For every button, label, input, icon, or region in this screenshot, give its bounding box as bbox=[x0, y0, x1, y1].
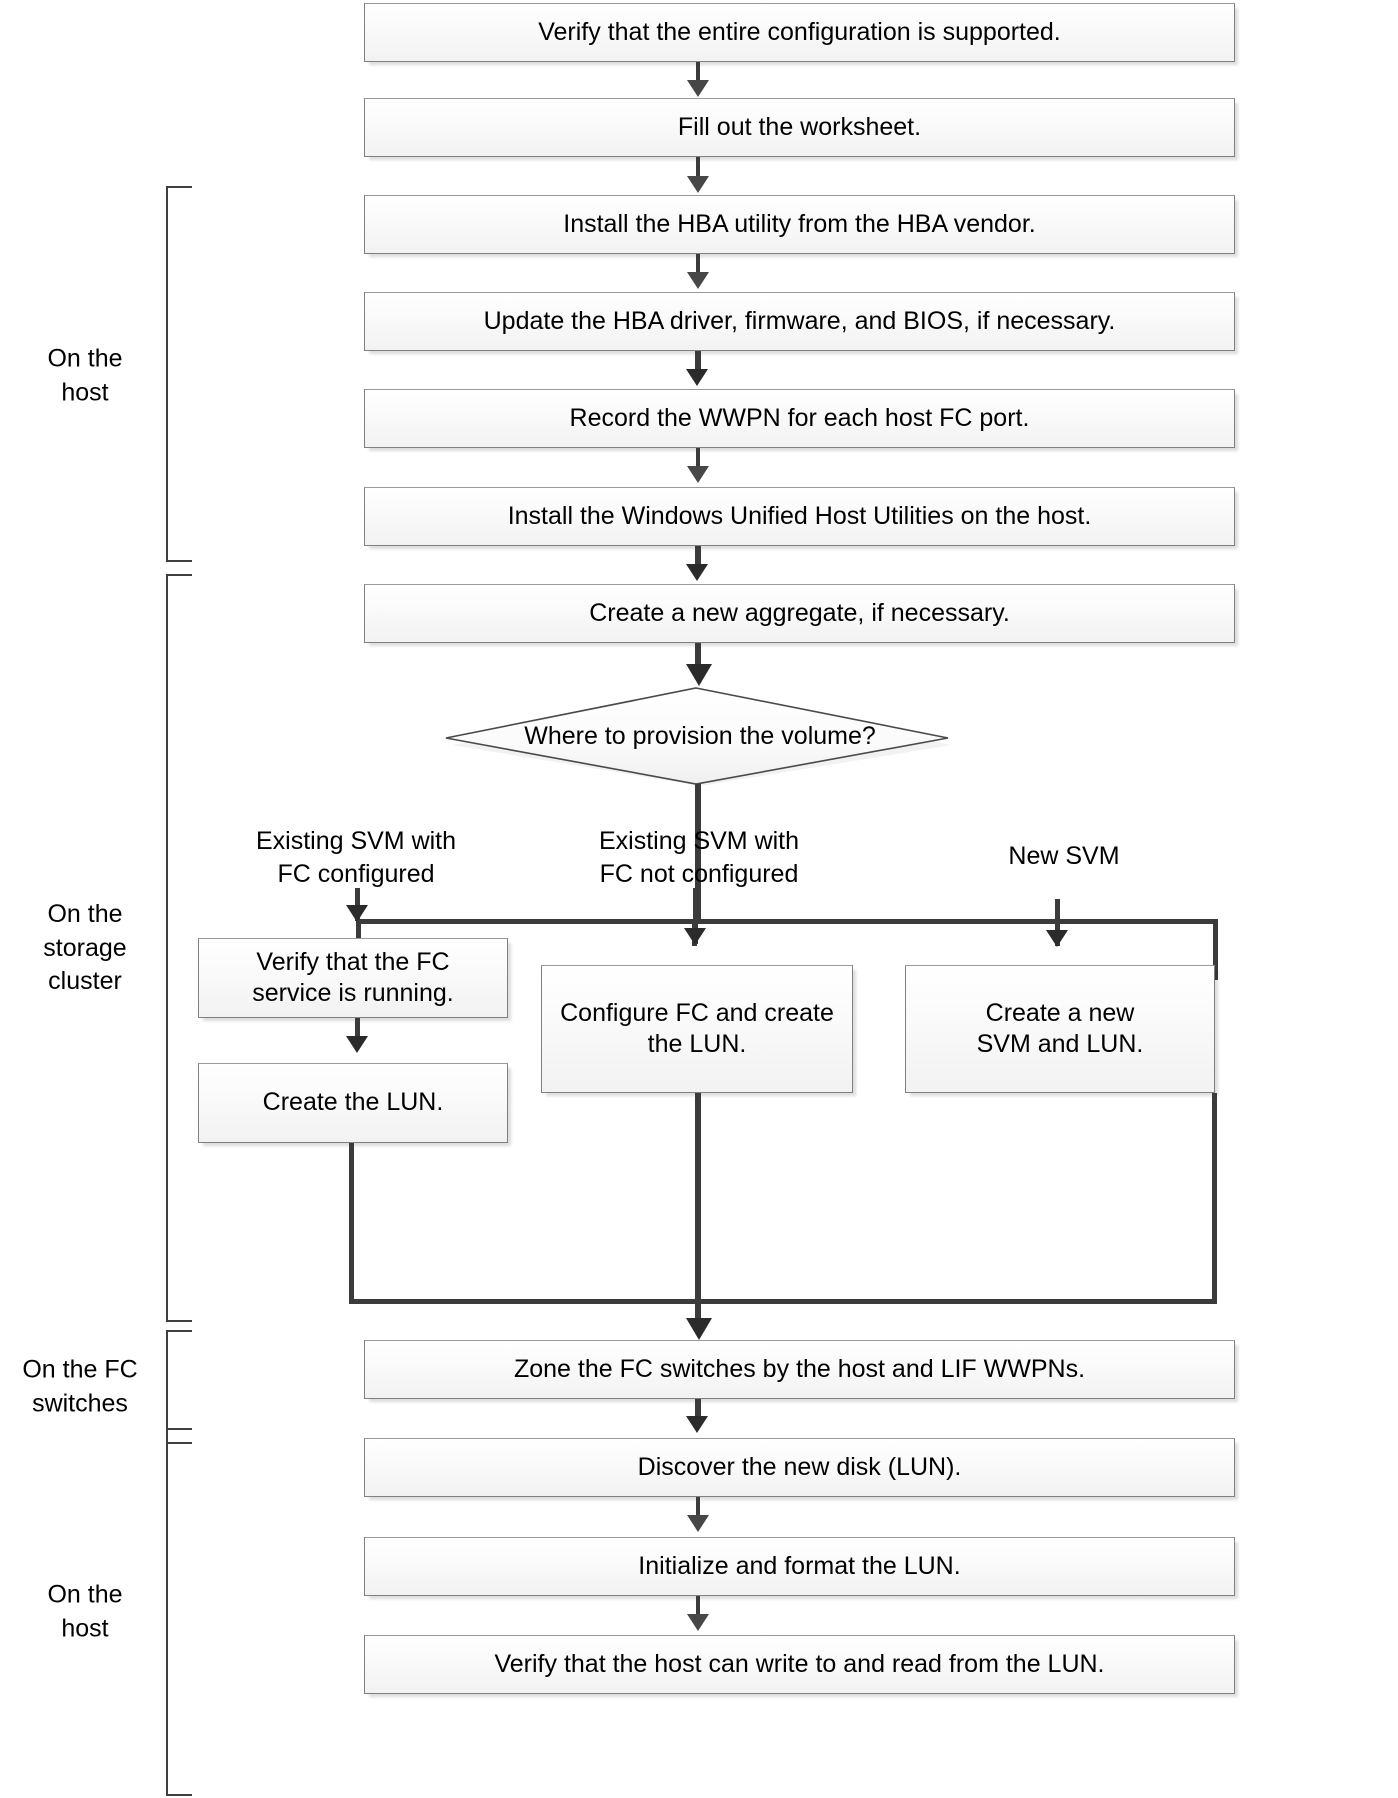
branch-split-bar bbox=[356, 919, 1218, 924]
arrowhead-create-svm-lun bbox=[1046, 930, 1068, 947]
arrowhead-hba-update bbox=[687, 272, 709, 289]
node-install-hba-utility-label: Install the HBA utility from the HBA ven… bbox=[563, 209, 1036, 238]
node-initialize-format-label: Initialize and format the LUN. bbox=[638, 1551, 961, 1580]
branch-label-right: New SVM bbox=[1008, 842, 1120, 870]
branch-stub-right bbox=[1213, 919, 1218, 980]
lane-label-host-top: On the host bbox=[47, 344, 123, 407]
connector-initialize-to-verify bbox=[696, 1596, 700, 1620]
arrowhead-discover-disk bbox=[686, 1416, 708, 1433]
merge-leg-left bbox=[349, 1143, 354, 1303]
arrowhead-initialize-format bbox=[687, 1515, 709, 1532]
arrowhead-install-wuhu bbox=[687, 466, 709, 483]
connector-verify-to-worksheet bbox=[696, 62, 700, 86]
arrowhead-create-lun bbox=[346, 1036, 368, 1053]
connector-worksheet-to-hba-utility bbox=[696, 157, 700, 181]
arrowhead-verify-read-write bbox=[687, 1614, 709, 1631]
node-install-host-utilities-label: Install the Windows Unified Host Utiliti… bbox=[507, 501, 1092, 530]
node-verify-fc-service-label: Verify that the FC service is running. bbox=[252, 947, 454, 1008]
arrowhead-decision bbox=[686, 664, 712, 686]
decision-where-to-provision[interactable]: Where to provision the volume? bbox=[444, 686, 956, 786]
connector-decision-to-split bbox=[695, 784, 701, 922]
node-verify-read-write-label: Verify that the host can write to and re… bbox=[494, 1649, 1105, 1678]
node-record-wwpn-label: Record the WWPN for each host FC port. bbox=[569, 403, 1030, 432]
connector-discover-to-initialize bbox=[696, 1497, 700, 1521]
connector-middle-to-configure-fc bbox=[693, 888, 698, 944]
node-create-lun[interactable]: Create the LUN. bbox=[198, 1063, 508, 1143]
node-install-host-utilities[interactable]: Install the Windows Unified Host Utiliti… bbox=[364, 487, 1235, 546]
arrowhead-verify-fc-service bbox=[346, 905, 368, 922]
lane-bracket-fc-switches bbox=[166, 1330, 192, 1444]
lane-label-fc-switches: On the FC switches bbox=[22, 1355, 138, 1418]
arrowhead-create-aggregate bbox=[686, 564, 708, 581]
branch-label-middle: Existing SVM with FC not configured bbox=[598, 827, 800, 888]
node-configure-fc-create-lun-label: Configure FC and create the LUN. bbox=[560, 998, 834, 1059]
node-create-aggregate-label: Create a new aggregate, if necessary. bbox=[589, 598, 1010, 627]
lane-bracket-host-top bbox=[166, 186, 192, 562]
connector-aggregate-to-decision bbox=[695, 643, 701, 672]
lane-label-host-bottom: On the host bbox=[47, 1580, 123, 1643]
node-fill-worksheet[interactable]: Fill out the worksheet. bbox=[364, 98, 1235, 157]
connector-install-wuhu-to-aggregate bbox=[695, 546, 701, 570]
connector-hba-utility-to-hba-update bbox=[696, 254, 700, 278]
merge-leg-middle bbox=[695, 1093, 701, 1325]
node-initialize-format[interactable]: Initialize and format the LUN. bbox=[364, 1537, 1235, 1596]
lane-bracket-host-bottom bbox=[166, 1428, 192, 1796]
arrowhead-record-wwpn bbox=[686, 369, 708, 386]
node-verify-read-write[interactable]: Verify that the host can write to and re… bbox=[364, 1635, 1235, 1694]
node-update-hba-label: Update the HBA driver, firmware, and BIO… bbox=[483, 306, 1116, 335]
arrowhead-configure-fc bbox=[684, 928, 706, 945]
node-create-svm-lun[interactable]: Create a new SVM and LUN. bbox=[905, 965, 1215, 1093]
arrowhead-zone-switches bbox=[686, 1318, 712, 1340]
lane-label-storage-cluster: On the storage cluster bbox=[43, 899, 127, 995]
node-update-hba[interactable]: Update the HBA driver, firmware, and BIO… bbox=[364, 292, 1235, 351]
connector-hba-update-to-record-wwpn bbox=[695, 351, 701, 375]
arrowhead-worksheet bbox=[687, 80, 709, 97]
lane-bracket-storage-cluster bbox=[166, 574, 192, 1322]
node-verify-config-label: Verify that the entire configuration is … bbox=[538, 17, 1061, 46]
node-install-hba-utility[interactable]: Install the HBA utility from the HBA ven… bbox=[364, 195, 1235, 254]
node-record-wwpn[interactable]: Record the WWPN for each host FC port. bbox=[364, 389, 1235, 448]
node-discover-disk[interactable]: Discover the new disk (LUN). bbox=[364, 1438, 1235, 1497]
connector-record-wwpn-to-install-wuhu bbox=[696, 448, 700, 472]
node-create-lun-label: Create the LUN. bbox=[262, 1088, 444, 1117]
node-zone-fc-switches-label: Zone the FC switches by the host and LIF… bbox=[513, 1354, 1086, 1383]
branch-label-left: Existing SVM with FC configured bbox=[255, 827, 457, 888]
node-verify-config[interactable]: Verify that the entire configuration is … bbox=[364, 3, 1235, 62]
connector-zone-to-discover bbox=[695, 1399, 701, 1421]
connector-verify-fc-to-create-lun bbox=[355, 1018, 360, 1042]
node-configure-fc-create-lun[interactable]: Configure FC and create the LUN. bbox=[541, 965, 853, 1093]
node-create-aggregate[interactable]: Create a new aggregate, if necessary. bbox=[364, 584, 1235, 643]
merge-leg-right bbox=[1212, 1093, 1217, 1303]
merge-bar bbox=[349, 1299, 1217, 1304]
branch-stub-left bbox=[356, 919, 361, 946]
branch-right-connector bbox=[1055, 919, 1218, 924]
connector-left-to-verify-fc bbox=[355, 888, 360, 921]
node-discover-disk-label: Discover the new disk (LUN). bbox=[637, 1452, 962, 1481]
node-verify-fc-service[interactable]: Verify that the FC service is running. bbox=[198, 938, 508, 1018]
arrowhead-hba-utility bbox=[687, 176, 709, 193]
node-zone-fc-switches[interactable]: Zone the FC switches by the host and LIF… bbox=[364, 1340, 1235, 1399]
node-create-svm-lun-label: Create a new SVM and LUN. bbox=[976, 998, 1144, 1059]
node-fill-worksheet-label: Fill out the worksheet. bbox=[677, 112, 922, 141]
